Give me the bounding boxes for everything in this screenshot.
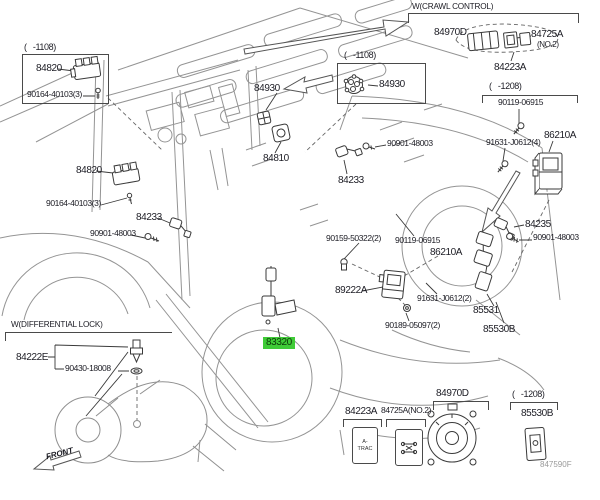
diff-lock-title: W(DIFFERENTIAL LOCK) [11,320,103,329]
part-icons [70,30,563,466]
a-trac-button: A- TRAC [352,427,378,464]
parking-brake-switch-icon [261,266,297,325]
callout-diff-lock-switch-no2[interactable]: 84725A(NO.2) [381,405,432,415]
grommet-icon [256,110,272,126]
callout-rear-bolt[interactable]: 90119-06915 [498,97,544,107]
range-label: ( -1208) [512,389,545,399]
callout-bolt-front-left[interactable]: 90901-48003 [90,228,136,238]
window-switch-icon [70,55,102,80]
crawl-control-bracket [408,13,579,23]
rear-diff-lock-icon [400,441,418,454]
a-trac-button-text-bottom: TRAC [357,445,373,452]
a-trac-bracket [343,419,382,427]
callout-bolt-front-mid[interactable]: 90901-48003 [387,138,433,148]
bolt-icon [506,232,519,243]
callout-crawl-lower-switch[interactable]: 84223A [494,62,527,73]
nut-icon [403,304,411,312]
sensor-icon [169,217,192,239]
callout-crawl-switch[interactable]: 84725A [531,29,564,40]
callout-computer-floor[interactable]: 86210A [430,247,463,258]
door-switch-icon [111,161,141,186]
crawl-sensor-cluster-icon [467,30,532,52]
callout-bolt-rear[interactable]: 90901-48003 [533,232,579,242]
screw-icon [126,192,133,205]
range-label: ( -1208) [489,81,522,91]
callout-a-trac-switch[interactable]: 84223A [345,406,378,417]
callout-switch-cowl[interactable]: 84810 [263,153,289,164]
callout-crawl-sensor[interactable]: 84970D [434,27,467,38]
callout-diff-gasket[interactable]: 90430-18008 [65,363,111,373]
clip-icon [340,258,348,271]
sensor-icon [493,217,515,241]
callout-window-switch[interactable]: 84820 [36,63,62,74]
a-trac-button-text-top: A- [362,439,368,446]
highlighted-part-83320[interactable]: 83320 [263,337,295,349]
callout-rear-screw[interactable]: 91631-J0612(4) [486,137,541,147]
dial-bracket [433,401,489,410]
callout-door-switch-screw[interactable]: 90164-40103(3) [46,198,101,208]
bolt-icon [144,233,160,243]
callout-nut-floor[interactable]: 90189-05097(2) [385,320,440,330]
callout-rear-computer[interactable]: 86210A [544,130,577,141]
callout-clip-floor[interactable]: 90159-50322(2) [326,233,381,243]
grommet-icon [343,74,365,94]
bolt-icon [513,122,525,135]
gasket-icon [130,367,143,375]
callout-crawl-switch-note: (NO.2) [537,40,559,49]
inset-to-grommet-arrow [282,74,334,94]
callout-sensor-front-mid[interactable]: 84233 [338,175,364,186]
back-door-switch-icon [524,426,547,461]
callout-sensor-front-left[interactable]: 84233 [136,212,162,223]
callout-crawl-dial[interactable]: 84970D [436,388,469,399]
dashed-leader-lines [107,23,559,420]
screw-icon [95,87,101,99]
callout-window-switch-screw[interactable]: 90164-40103(3) [27,89,82,99]
callout-sensor-rear[interactable]: 84235 [525,219,551,230]
rear-switch-bracket [510,402,558,410]
differential-drawing [54,379,237,472]
rear-1208-bracket [482,95,578,103]
callout-switch-rear-upper[interactable]: 85531 [473,305,499,316]
callout-grommet-inset[interactable]: 84930 [379,79,405,90]
rear-diff-lock-button [395,429,423,466]
callout-switch-rear-lower[interactable]: 85530B [483,324,516,335]
bolt-icon [362,142,376,150]
cowl-switch-icon [271,123,291,143]
callout-door-switch[interactable]: 84820 [76,165,102,176]
computer-icon [378,269,406,300]
crawl-dial-switch-icon [427,403,477,466]
window-switch-inset-box [22,54,109,104]
diff-lock-bracket [5,332,172,341]
callout-diff-lock-switch[interactable]: 84222E [16,352,49,363]
callout-grommet-cowl[interactable]: 84930 [254,83,280,94]
callout-screw-floor[interactable]: 91631-J0612(2) [417,293,472,303]
diff-lock-sensor-icon [130,339,143,364]
bolt-icon [497,160,509,173]
crawl-control-title: W(CRAWL CONTROL) [412,2,494,11]
figure-code: 847590F [540,460,572,469]
callout-leader-lines [48,33,554,417]
callout-bolt-floor[interactable]: 90119-06915 [395,235,441,245]
range-label: ( -1108) [344,50,376,60]
pointer-arrows [32,19,521,471]
grommet-inset-box [337,63,426,104]
range-label: ( -1108) [24,42,56,52]
callout-sensor-floor[interactable]: 89222A [335,285,368,296]
front-direction-arrow [32,450,82,471]
sensor-icon [335,145,363,158]
callout-rear-switch-bottom[interactable]: 85530B [521,408,554,419]
roof-to-crawl-arrow [243,19,410,55]
no2-switch-bracket [386,419,426,427]
computer-icon [532,152,563,196]
rear-panel-arrow [481,170,521,234]
rear-switch-cluster-icon [473,231,494,292]
